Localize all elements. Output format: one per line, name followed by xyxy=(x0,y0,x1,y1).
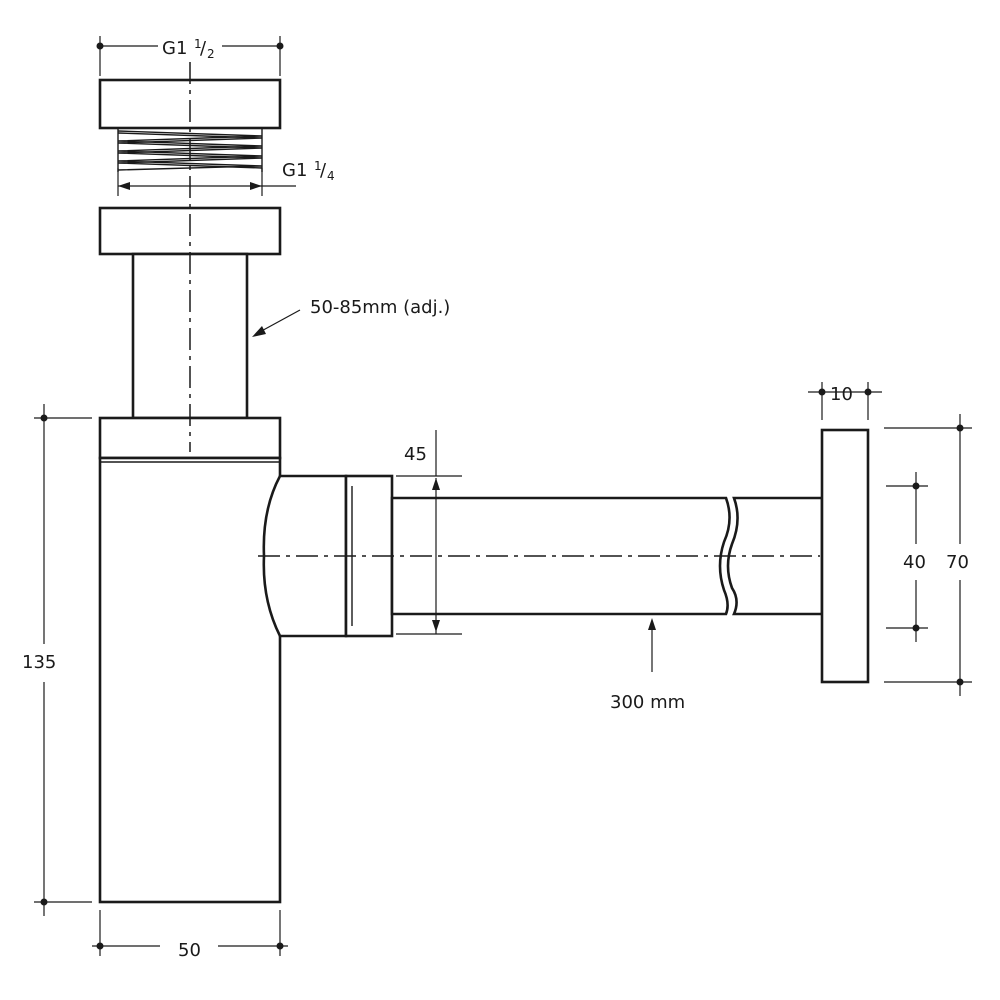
wall-pipe-length-label: 300 mm xyxy=(610,692,685,713)
pipe-diameter-label: 45 xyxy=(404,444,427,465)
dim-flange-outer: 70 xyxy=(884,414,972,696)
flange-thickness-label: 10 xyxy=(830,384,853,405)
outlet-thread-slash: / xyxy=(200,38,207,59)
dim-height-adjustment: 50-85mm (adj.) xyxy=(252,297,450,337)
body-width-label: 50 xyxy=(178,940,201,961)
wall-pipe-right xyxy=(726,496,824,616)
height-adjustment-label: 50-85mm (adj.) xyxy=(310,297,450,318)
inlet-thread-numerator: 1 xyxy=(314,159,322,173)
dim-body-width: 50 xyxy=(92,910,288,961)
outlet-thread-label: G1 xyxy=(162,38,187,59)
dim-pipe-diameter: 45 xyxy=(396,430,462,635)
outlet-thread-numerator: 1 xyxy=(194,37,202,51)
trap-body xyxy=(98,456,282,904)
body-height-label: 135 xyxy=(22,652,56,673)
dim-inlet-thread: G1 1 / 4 xyxy=(117,159,335,196)
inlet-thread-slash: / xyxy=(320,160,327,181)
flange-outer-label: 70 xyxy=(946,552,969,573)
flange-inner-label: 40 xyxy=(903,552,926,573)
wall-pipe-left xyxy=(390,496,731,616)
inlet-thread-label: G1 xyxy=(282,160,307,181)
dim-body-height: 135 xyxy=(22,404,92,916)
inlet-thread-denominator: 4 xyxy=(327,169,335,183)
dim-wall-pipe-length: 300 mm xyxy=(610,618,685,713)
wall-flange xyxy=(820,428,870,684)
outlet-thread-denominator: 2 xyxy=(207,47,215,61)
dim-flange-inner: 40 xyxy=(886,472,928,642)
dim-flange-thickness: 10 xyxy=(808,382,882,420)
dim-outlet-thread: G1 1 / 2 xyxy=(96,36,284,76)
